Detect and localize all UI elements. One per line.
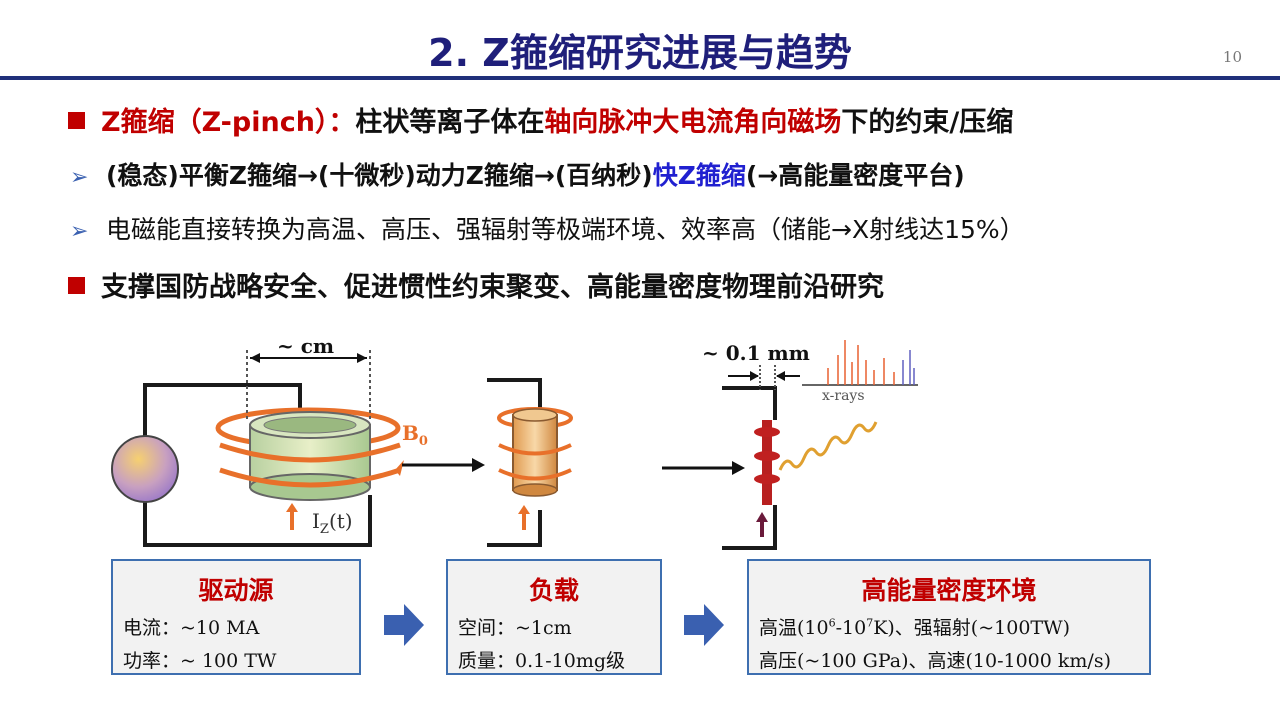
current-label: IZ(t)	[312, 509, 353, 537]
load-box: 负载 空间：~1cm 质量：0.1-10mg级	[446, 559, 662, 675]
transition-arrow-1	[402, 458, 485, 472]
environment-temperature: 高温(106-107K)、强辐射(~100TW)	[759, 616, 1071, 639]
xrays-label: x-rays	[822, 388, 865, 404]
highlight-text: 快Z箍缩	[652, 161, 746, 190]
highlight-text: 轴向脉冲大电流角向磁场	[544, 107, 842, 138]
square-bullet-icon	[68, 277, 85, 294]
bullet-zpinch-definition: Z箍缩（Z-pinch）：柱状等离子体在轴向脉冲大电流角向磁场下的约束/压缩	[68, 100, 1013, 139]
driver-circuit: ~ cm B0 IZ(t)	[111, 334, 428, 547]
xray-spectrum	[802, 340, 918, 386]
load-circuit	[487, 378, 573, 547]
zpinch-diagram: ~ cm B0 IZ(t)	[111, 334, 918, 550]
load-mass: 质量：0.1-10mg级	[458, 650, 625, 672]
xray-wave	[778, 421, 878, 471]
scale-cm-label: ~ cm	[277, 334, 334, 358]
bullet-zpinch-evolution: ➢ (稳态)平衡Z箍缩→(十微秒)动力Z箍缩→(百纳秒)快Z箍缩(→高能量密度平台…	[70, 156, 965, 192]
arrow-bullet-icon: ➢	[70, 165, 89, 190]
driver-current: 电流：~10 MA	[123, 617, 260, 639]
arrow-bullet-icon: ➢	[70, 219, 89, 244]
environment-box: 高能量密度环境 高温(106-107K)、强辐射(~100TW) 高压(~100…	[747, 559, 1151, 675]
driver-power: 功率：~ 100 TW	[123, 650, 277, 672]
bullet-text: (稳态)平衡Z箍缩→(十微秒)动力Z箍缩→(百纳秒)	[106, 161, 653, 190]
flow-arrow-icon	[684, 604, 724, 646]
bullet-text: 电磁能直接转换为高温、高压、强辐射等极端环境、效率高（储能→X射线达15%）	[106, 215, 1025, 244]
square-bullet-icon	[68, 112, 85, 129]
environment-pressure: 高压(~100 GPa)、高速(10-1000 km/s)	[759, 650, 1111, 672]
driver-title: 驱动源	[198, 576, 274, 605]
bullet-applications: 支撑国防战略安全、促进惯性约束聚变、高能量密度物理前沿研究	[68, 265, 884, 304]
load-space: 空间：~1cm	[458, 617, 572, 639]
transition-arrow-2	[662, 461, 745, 475]
page-number: 10	[1222, 48, 1242, 66]
power-source-icon	[111, 435, 179, 503]
scale-mm-label: ~ 0.1 mm	[702, 341, 810, 365]
bullet-text: (→高能量密度平台)	[745, 161, 965, 190]
environment-title: 高能量密度环境	[861, 576, 1037, 605]
flow-arrow-icon	[384, 604, 424, 646]
pinch-circuit: ~ 0.1 mm x-rays	[702, 340, 918, 550]
bullet-text: 柱状等离子体在	[355, 107, 545, 138]
bullet-text: 支撑国防战略安全、促进惯性约束聚变、高能量密度物理前沿研究	[101, 272, 884, 303]
page-title: 2. Z箍缩研究进展与趋势	[428, 31, 852, 75]
driver-box: 驱动源 电流：~10 MA 功率：~ 100 TW	[111, 559, 361, 675]
magnetic-field-label: B0	[402, 421, 428, 449]
load-title: 负载	[528, 576, 579, 605]
title-underline	[0, 76, 1280, 80]
zpinch-term: Z箍缩（Z-pinch）：	[101, 107, 356, 138]
bullet-text: 下的约束/压缩	[841, 107, 1014, 138]
bullet-energy-conversion: ➢ 电磁能直接转换为高温、高压、强辐射等极端环境、效率高（储能→X射线达15%）	[70, 210, 1025, 246]
